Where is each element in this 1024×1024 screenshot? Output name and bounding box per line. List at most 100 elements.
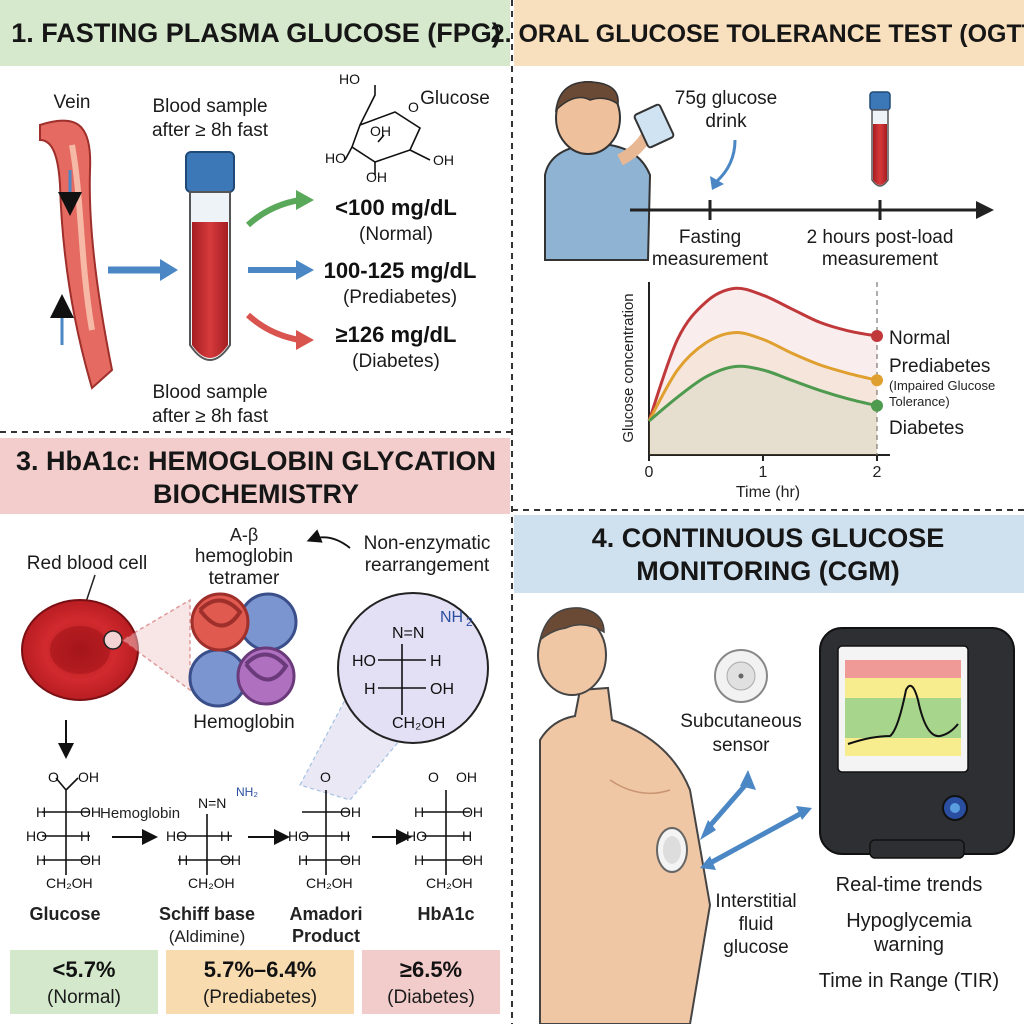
svg-text:OH: OH: [370, 123, 391, 139]
sensor-line2: sensor: [712, 735, 770, 756]
fpg-header: 1. FASTING PLASMA GLUCOSE (FPG): [11, 18, 501, 48]
range-prediabetes-box: [166, 950, 354, 1014]
svg-text:NH: NH: [440, 609, 463, 626]
legend-prediabetes: Prediabetes: [889, 356, 990, 377]
hemoglobin-label: Hemoglobin: [193, 712, 294, 733]
fpg-header-bg: [0, 0, 510, 66]
series-area-normal: [649, 288, 877, 455]
svg-text:H: H: [462, 828, 472, 844]
svg-text:HO: HO: [26, 828, 47, 844]
svg-text:H: H: [36, 804, 46, 820]
svg-text:2: 2: [466, 615, 473, 629]
svg-text:CH₂OH: CH₂OH: [46, 875, 93, 891]
chart-x-label: Time (hr): [736, 484, 800, 501]
range-normal-value: <5.7%: [53, 957, 116, 982]
interstitial-line3: glucose: [723, 937, 789, 958]
legend-diabetes: Diabetes: [889, 418, 964, 439]
sensor-icon: [714, 649, 768, 703]
structure-amadori-name: Amadori: [289, 904, 362, 924]
range-prediabetes-value: 5.7%–6.4%: [204, 957, 317, 982]
range-diabetes-value: ≥6.5%: [400, 957, 462, 982]
svg-text:N=N: N=N: [198, 795, 226, 811]
svg-text:OH: OH: [433, 152, 454, 168]
svg-text:H: H: [36, 852, 46, 868]
svg-text:H: H: [414, 804, 424, 820]
hemoglobin-arrow-label: Hemoglobin: [100, 805, 180, 822]
range-normal-box: [10, 950, 158, 1014]
series-line-normal: [647, 286, 878, 422]
svg-text:O: O: [48, 769, 59, 785]
series-endpoint-diabetes: [871, 399, 883, 412]
svg-text:OH: OH: [462, 804, 483, 820]
glucose-label: Glucose: [420, 88, 490, 109]
interstitial-line2: fluid: [739, 914, 774, 935]
legend-prediabetes-sub2: Tolerance): [889, 394, 950, 409]
hba1c-panel: 3. HbA1c: HEMOGLOBIN GLYCATION BIOCHEMIS…: [0, 438, 510, 1014]
svg-text:NH₂: NH₂: [236, 785, 258, 799]
svg-text:OH: OH: [366, 169, 387, 185]
ogtt-panel: 2. ORAL GLUCOSE TOLERANCE TEST (OGTT) 75…: [491, 0, 1024, 501]
zoom-cone: [120, 598, 191, 692]
hba1c-header-bg: [0, 438, 510, 514]
cgm-panel: 4. CONTINUOUS GLUCOSE MONITORING (CGM) S…: [514, 515, 1024, 1024]
feature-hypo-line1: Hypoglycemia: [846, 910, 972, 932]
blood-sample-bottom-line2: after ≥ 8h fast: [152, 406, 269, 427]
drink-line2: drink: [705, 111, 747, 132]
fpg-diabetes-value: ≥126 mg/dL: [336, 322, 457, 347]
svg-text:H: H: [80, 828, 90, 844]
svg-text:OH: OH: [340, 852, 361, 868]
series-area-prediabetes: [649, 332, 877, 455]
cgm-header-bg: [514, 515, 1024, 593]
series-line-diabetes: [648, 364, 878, 423]
svg-text:H: H: [414, 852, 424, 868]
fasting-line1: Fasting: [679, 227, 741, 248]
hba1c-header-line1: 3. HbA1c: HEMOGLOBIN GLYCATION: [16, 446, 496, 476]
structure-glucose-name: Glucose: [29, 904, 100, 924]
red-blood-cell-illustration: [21, 599, 139, 701]
fpg-normal-value: <100 mg/dL: [335, 195, 457, 220]
ogtt-header-bg: [514, 0, 1024, 66]
ogtt-header: 2. ORAL GLUCOSE TOLERANCE TEST (OGTT): [491, 20, 1024, 48]
cgm-header-line1: 4. CONTINUOUS GLUCOSE: [592, 523, 945, 553]
normal-arrow: [245, 197, 301, 228]
drink-line1: 75g glucose: [675, 88, 777, 109]
svg-text:H: H: [340, 828, 350, 844]
chart-y-label: Glucose concentration: [620, 293, 637, 442]
tetramer-line3: tetramer: [209, 568, 280, 589]
svg-text:H: H: [430, 653, 442, 670]
vein-label: Vein: [54, 92, 91, 113]
svg-text:O: O: [428, 769, 439, 785]
vein-illustration: [39, 119, 114, 390]
tetramer-line1: A-β: [230, 525, 258, 545]
svg-text:CH₂OH: CH₂OH: [188, 875, 235, 891]
legend-prediabetes-sub1: (Impaired Glucose: [889, 378, 995, 393]
fasting-line2: measurement: [652, 249, 769, 270]
hemoglobin-illustration: [188, 592, 298, 708]
svg-text:CH₂OH: CH₂OH: [306, 875, 353, 891]
x-tick-label: 0: [645, 464, 654, 481]
svg-text:H: H: [220, 828, 230, 844]
cgm-monitor: [819, 627, 1015, 859]
series-line-prediabetes: [647, 331, 878, 422]
svg-text:OH: OH: [430, 681, 454, 698]
series-endpoint-prediabetes: [871, 374, 883, 387]
svg-text:CH₂OH: CH₂OH: [426, 875, 473, 891]
range-normal-label: (Normal): [47, 987, 121, 1008]
svg-text:OH: OH: [462, 852, 483, 868]
svg-text:H: H: [298, 852, 308, 868]
feature-realtime: Real-time trends: [836, 874, 983, 896]
fpg-prediabetes-value: 100-125 mg/dL: [324, 258, 477, 283]
feature-hypo-line2: warning: [873, 934, 944, 956]
post-load-line2: measurement: [822, 249, 939, 270]
tetramer-line2: hemoglobin: [195, 546, 293, 567]
structure-schiff-sub: (Aldimine): [169, 927, 246, 946]
glucose-structure-icon: HO O OH HO OH OH: [325, 71, 454, 185]
svg-text:OH: OH: [80, 804, 101, 820]
svg-text:O: O: [320, 769, 331, 785]
drink-arrow: [714, 139, 737, 184]
svg-text:OH: OH: [340, 804, 361, 820]
x-tick-label: 1: [759, 464, 768, 481]
